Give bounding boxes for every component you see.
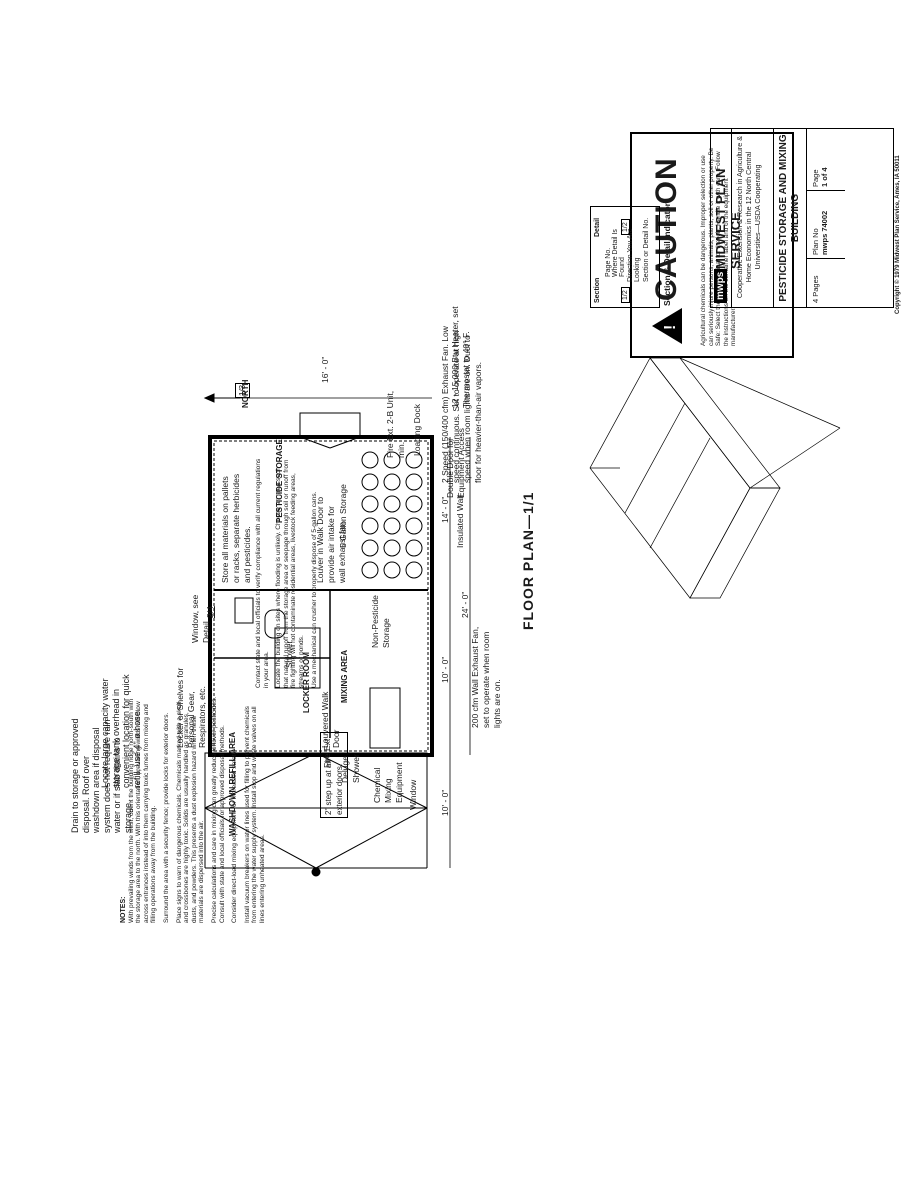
- note-4: Precise calculations and care in mixing …: [210, 696, 226, 923]
- note-1: With prevailing winds from the west, ori…: [127, 698, 158, 923]
- page-cell: Page 1 of 4: [807, 128, 845, 191]
- store-all-label: Store all materials on pallets or racks,…: [220, 473, 252, 583]
- fire-ext-2b-label: Fire Ext. 2-B Unit, min.: [385, 390, 406, 458]
- note-2-3: Use a mechanical can crusher to properly…: [310, 491, 318, 688]
- mwps-logo: mwps: [714, 268, 727, 303]
- two-speed-fan-label: 2 Speed (150/400 cfm) Exhaust Fan. Low s…: [440, 326, 483, 483]
- insulated-wall-label: Insulated Wall: [455, 494, 465, 548]
- title-block: mwps MIDWEST PLAN SERVICE Cooperative Ex…: [710, 128, 894, 308]
- five-gallon-storage: [361, 451, 423, 579]
- fire-ext-label: Fire Ext.: [322, 736, 332, 768]
- dim-locker: 10' - 0": [440, 656, 450, 683]
- deluge-shower-label: Deluge Shower: [340, 754, 361, 783]
- dimension-lines: [210, 397, 471, 868]
- note-6: Install vacuum breakers on water lines u…: [243, 706, 266, 923]
- plan-no-cell: Plan No mwps 74002: [807, 190, 845, 259]
- dim-washdown: 10' - 0": [440, 789, 450, 816]
- plan-no: mwps 74002: [820, 210, 829, 255]
- notes-column-2: Contact state and local officials to ver…: [255, 458, 323, 688]
- page-label: Page: [811, 169, 820, 187]
- chemical-mixing-label: Chemical Mixing Equipment: [372, 762, 404, 803]
- loading-dock-label: Loading Dock: [412, 404, 422, 456]
- exhaust-200-label: 200 cfm Wall Exhaust Fan, set to operate…: [470, 626, 502, 728]
- sdi-ref-1: 1/2: [621, 287, 630, 303]
- plan-no-label: Plan No: [811, 228, 820, 255]
- dim-width: 16' - 0": [320, 356, 330, 383]
- sdi-detail: Detail: [594, 217, 601, 237]
- notes-column-1: NOTES: With prevailing winds from the we…: [120, 693, 272, 923]
- washdown-area: [204, 752, 428, 877]
- isometric-view: [589, 357, 841, 599]
- north-label: NORTH: [241, 379, 250, 408]
- non-pesticide-label: Non-Pesticide Storage: [370, 595, 391, 648]
- floor-plan-title: FLOOR PLAN—1/1: [520, 491, 536, 630]
- section-detail-indicator: Section Detail Page No. Where Detail Is …: [590, 206, 660, 308]
- note-2-1: Contact state and local officials to ver…: [255, 458, 270, 688]
- note-2: Surround the area with a security fence;…: [162, 712, 170, 923]
- north-arrow-icon: [203, 393, 240, 403]
- five-gallon-label: 5 Gallon Storage: [338, 484, 348, 548]
- note-2-2: Locate the building on sites where flood…: [275, 459, 305, 688]
- window-detail-ref: 2/4: [205, 606, 215, 618]
- page-number: 1 of 4: [820, 167, 829, 187]
- dim-total: 24' - 0": [460, 591, 470, 618]
- coop-text: Cooperative Extension & Research in Agri…: [735, 135, 762, 299]
- window-label: Window: [408, 779, 418, 810]
- sdi-ref-2: 1/2: [621, 219, 630, 235]
- plan-title: PESTICIDE STORAGE AND MIXING BUILDING: [773, 129, 807, 307]
- sdi-section: Section: [594, 277, 601, 303]
- note-3: Place signs to warn of dangerous chemica…: [175, 702, 206, 923]
- sdi-sec-no: Section or Detail No.: [643, 217, 650, 282]
- sdi-title: Section & Detail Indicator: [662, 203, 672, 306]
- dim-storage: 14' - 0": [440, 496, 450, 523]
- note-5: Consider direct-load mixing equipment fo…: [231, 749, 239, 923]
- copyright: Copyright © 1979 Midwest Plan Service, A…: [895, 155, 901, 314]
- notes-heading: NOTES:: [120, 896, 127, 923]
- pages-count: 4 Pages: [807, 258, 845, 307]
